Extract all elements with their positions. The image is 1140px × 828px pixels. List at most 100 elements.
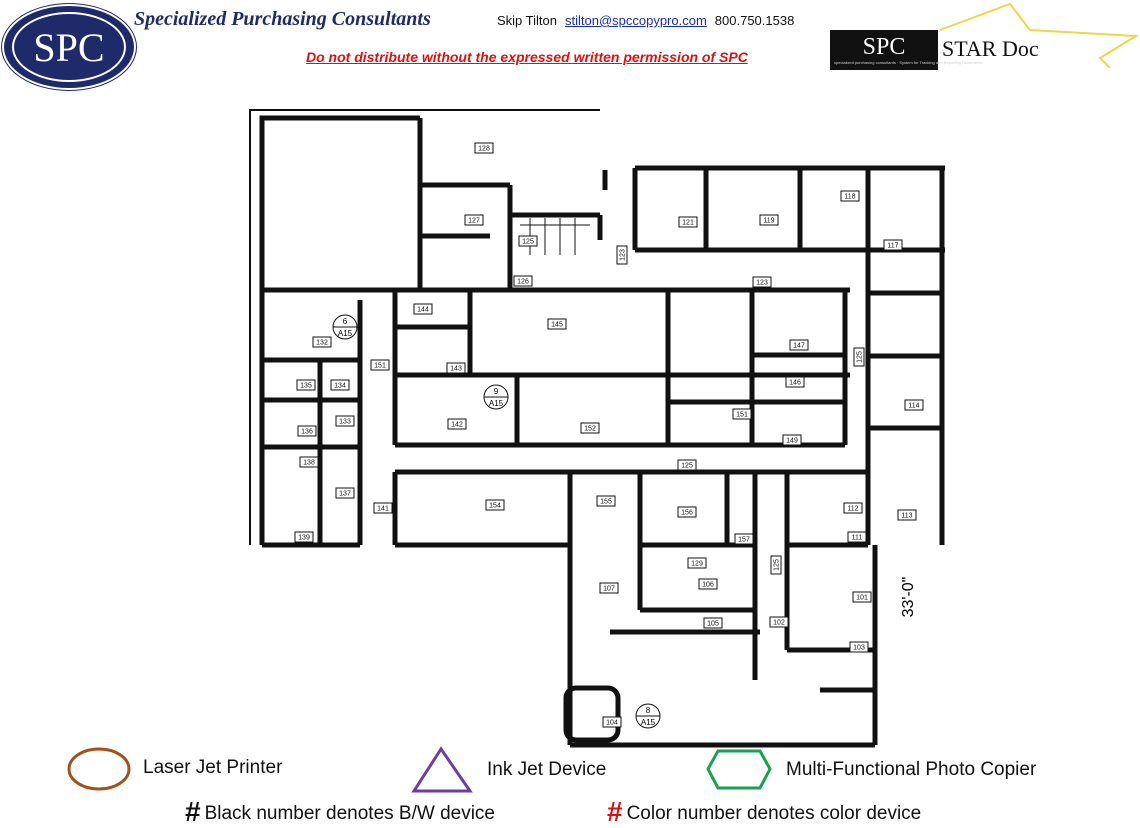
contact-email-link[interactable]: stilton@spccopypro.com <box>564 13 707 28</box>
room-number: 149 <box>786 437 798 444</box>
star-outline-icon <box>939 2 1138 68</box>
room-number: 121 <box>682 219 694 226</box>
room-number: 119 <box>763 217 774 224</box>
room-number: 125 <box>681 462 693 469</box>
room-number: 123 <box>619 249 626 261</box>
legend-inkjet-label: Ink Jet Device <box>487 759 607 780</box>
room-number: 136 <box>301 428 313 435</box>
mfp-hexagon-icon <box>706 749 772 790</box>
room-label: 143 <box>446 362 466 374</box>
room-number: 106 <box>702 581 714 588</box>
room-label: 104 <box>602 716 622 728</box>
room-label: 113 <box>897 509 917 521</box>
room-number: 145 <box>551 321 563 328</box>
room-numbers: 128 127 125 126 121 119 118 117 123 123 144 145 132 1… <box>294 142 924 728</box>
room-number: 132 <box>316 339 328 346</box>
room-label: 112 <box>843 502 863 514</box>
room-label: 156 <box>677 506 697 518</box>
stardoc-logo: SPC STAR Doc specialized purchasing cons… <box>830 2 1138 70</box>
contact-name: Skip Tilton <box>497 13 557 28</box>
room-number: 127 <box>468 217 480 224</box>
room-number: 101 <box>856 594 868 601</box>
room-label: 146 <box>785 376 805 388</box>
svg-text:8: 8 <box>646 706 651 715</box>
room-number: 155 <box>600 498 612 505</box>
room-label: 149 <box>782 434 802 446</box>
room-label: 103 <box>849 641 869 653</box>
company-name: Specialized Purchasing Consultants <box>134 8 431 30</box>
room-number: 152 <box>584 425 596 432</box>
distribution-warning: Do not distribute without the expressed … <box>306 49 748 65</box>
room-label: 136 <box>297 425 317 437</box>
room-label: 125 <box>677 459 697 471</box>
room-label: 114 <box>904 399 924 411</box>
room-number: 125 <box>856 351 863 363</box>
room-number: 141 <box>377 505 389 512</box>
room-number: 151 <box>736 411 748 418</box>
room-number: 135 <box>300 382 312 389</box>
room-label: 151 <box>732 408 752 420</box>
room-label: 151 <box>370 359 390 371</box>
room-label: 154 <box>485 499 505 511</box>
room-number: 118 <box>844 193 855 200</box>
room-label: 145 <box>547 318 567 330</box>
svg-text:6: 6 <box>343 317 348 326</box>
room-number: 123 <box>756 279 768 286</box>
room-number: 137 <box>339 490 351 497</box>
room-label: 126 <box>513 275 533 287</box>
room-number: 125 <box>522 238 534 245</box>
room-number: 146 <box>789 379 801 386</box>
svg-text:A15: A15 <box>489 399 504 408</box>
legend-shapes <box>67 746 772 793</box>
room-number: 111 <box>852 534 863 541</box>
room-number: 143 <box>450 365 462 372</box>
svg-text:A15: A15 <box>641 718 656 727</box>
room-number: 142 <box>451 421 463 428</box>
contact-phone: 800.750.1538 <box>714 13 795 28</box>
room-label: 127 <box>464 214 484 226</box>
room-label: 121 <box>678 216 698 228</box>
legend-mfp-label: Multi-Functional Photo Copier <box>786 759 1037 780</box>
room-number: 144 <box>417 306 429 313</box>
room-label: 125 <box>518 235 538 247</box>
room-label: 155 <box>596 495 616 507</box>
room-number: 104 <box>606 719 618 726</box>
color-note: #Color number denotes color device <box>607 796 922 827</box>
room-label: 129 <box>687 557 707 569</box>
device-outline <box>563 685 621 743</box>
room-label: 123 <box>616 245 628 265</box>
room-label: 117 <box>883 239 903 251</box>
spc-logo: SPC <box>2 4 136 90</box>
inkjet-triangle-icon <box>411 746 473 793</box>
room-label: 125 <box>853 347 865 367</box>
room-label: 137 <box>335 487 355 499</box>
svg-text:9: 9 <box>494 387 499 396</box>
room-label: 147 <box>789 339 809 351</box>
room-number: 138 <box>303 459 315 466</box>
room-number: 113 <box>901 512 912 519</box>
room-label: 119 <box>759 214 779 226</box>
laser-printer-circle-icon <box>67 747 131 791</box>
room-number: 117 <box>887 242 898 249</box>
room-label: 105 <box>703 617 723 629</box>
room-label: 107 <box>599 582 619 594</box>
room-number: 157 <box>738 536 750 543</box>
room-label: 111 <box>847 531 867 543</box>
room-label: 118 <box>840 190 860 202</box>
room-number: 154 <box>489 502 501 509</box>
room-label: 106 <box>698 578 718 590</box>
room-number: 112 <box>847 505 858 512</box>
room-label: 128 <box>474 142 494 154</box>
room-number: 102 <box>773 619 785 626</box>
room-label: 139 <box>294 531 314 543</box>
walls <box>249 109 945 748</box>
room-number: 125 <box>773 559 780 571</box>
room-label: 157 <box>734 533 754 545</box>
room-label: 144 <box>413 303 433 315</box>
room-label: 125 <box>770 555 782 575</box>
